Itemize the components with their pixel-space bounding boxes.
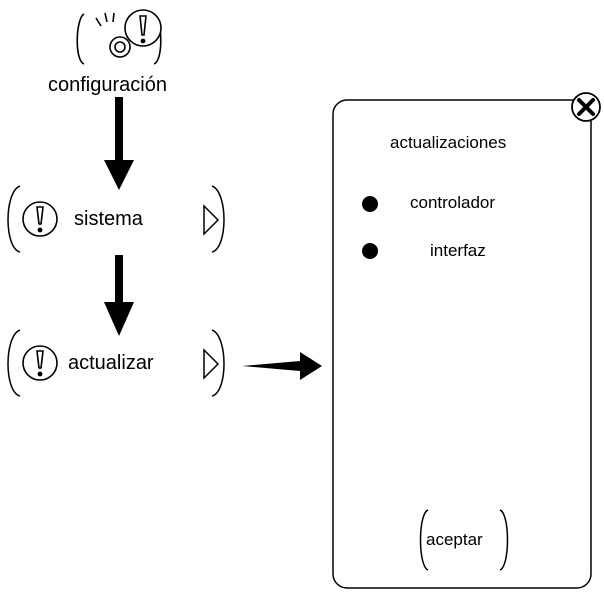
update-button-frame bbox=[7, 329, 225, 397]
close-icon[interactable] bbox=[571, 92, 601, 122]
system-button[interactable]: sistema bbox=[74, 208, 143, 230]
option-interface[interactable]: interfaz bbox=[430, 241, 486, 260]
chevron-right-icon[interactable] bbox=[203, 204, 220, 236]
update-button[interactable]: actualizar bbox=[68, 352, 154, 374]
arrow-down-2 bbox=[104, 255, 134, 336]
accept-button[interactable]: aceptar bbox=[426, 530, 483, 549]
chevron-right-icon[interactable] bbox=[203, 348, 220, 380]
alert-icon bbox=[22, 201, 58, 237]
dialog-title: actualizaciones bbox=[390, 133, 507, 152]
settings-label: configuración bbox=[48, 74, 167, 96]
alert-icon bbox=[22, 345, 58, 381]
option-controller[interactable]: controlador bbox=[410, 193, 496, 212]
dialog-panel bbox=[332, 99, 592, 589]
accept-button-frame bbox=[419, 509, 509, 571]
arrow-right bbox=[242, 352, 322, 380]
option-dot-controller[interactable] bbox=[362, 196, 378, 212]
option-dot-interface[interactable] bbox=[362, 243, 378, 259]
settings-icon[interactable] bbox=[76, 9, 162, 65]
system-button-frame bbox=[7, 185, 225, 253]
arrow-down-1 bbox=[104, 97, 134, 190]
